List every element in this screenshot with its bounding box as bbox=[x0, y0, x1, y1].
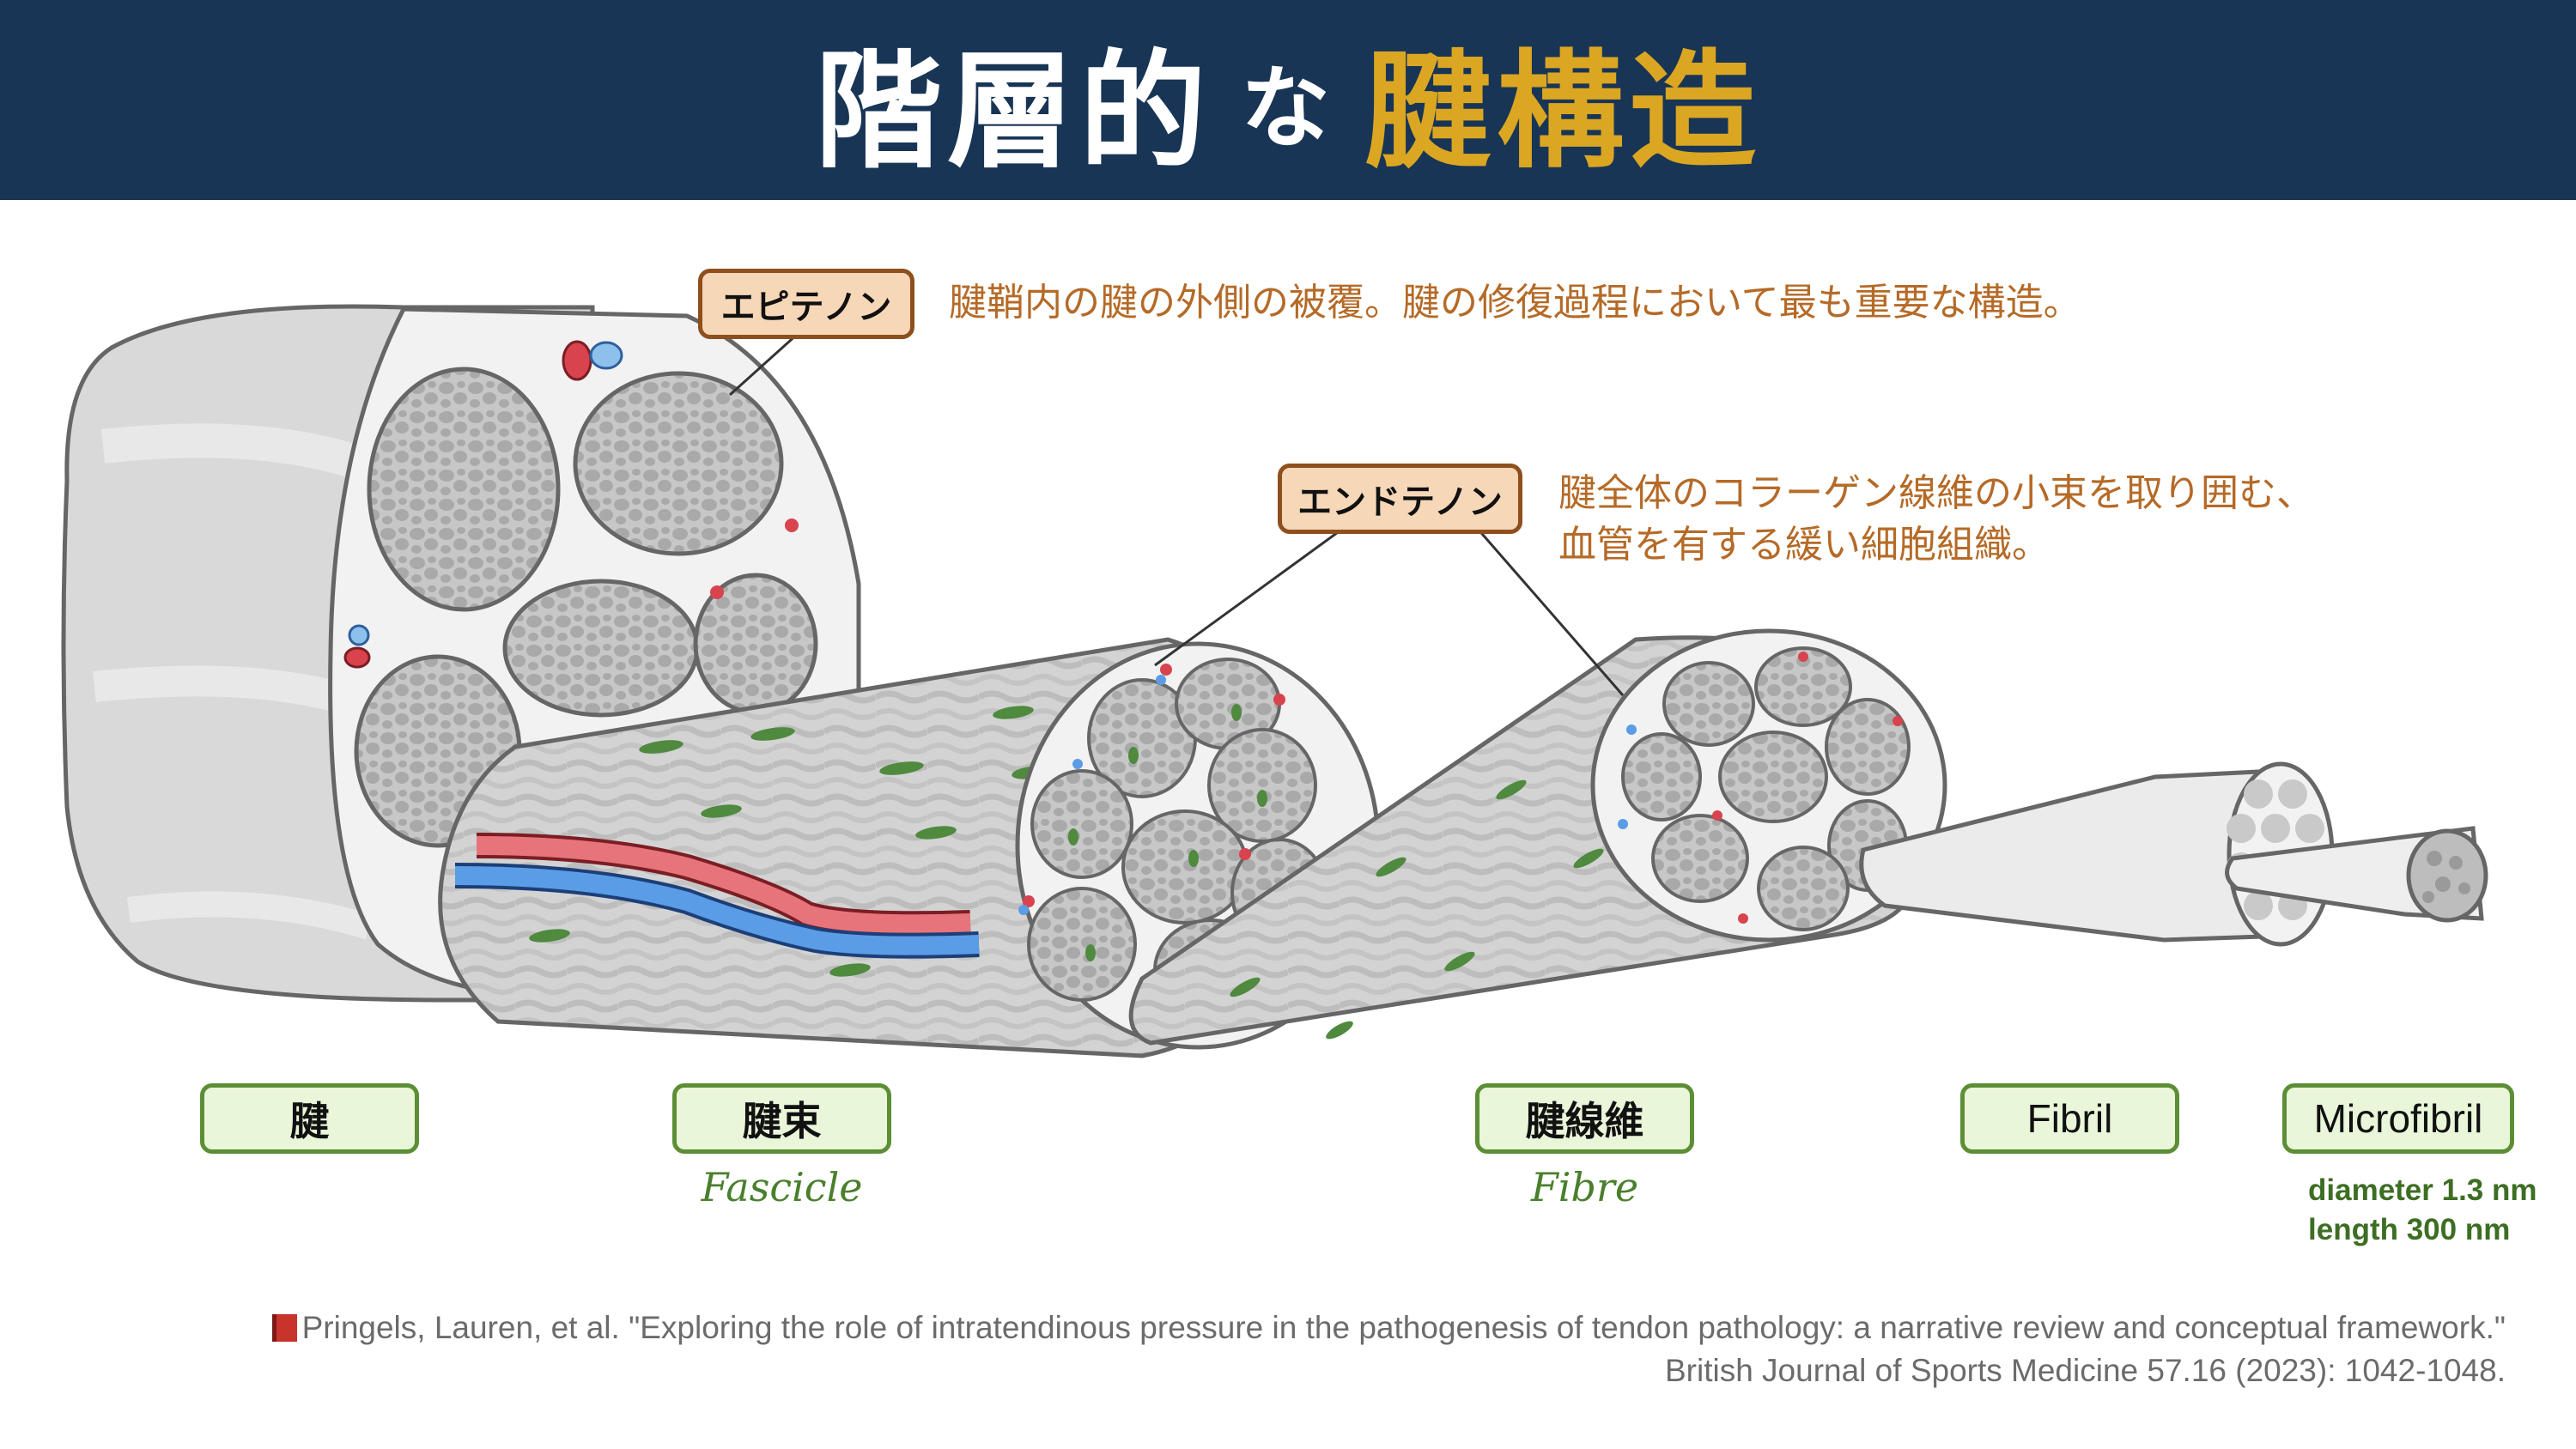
label-fibril: Fibril bbox=[1960, 1083, 2179, 1154]
microfibril-dimensions: diameter 1.3 nm length 300 nm bbox=[2308, 1171, 2537, 1250]
label-tendon-text: 腱 bbox=[289, 1098, 330, 1144]
endotenon-label: エンドテノン bbox=[1297, 482, 1503, 522]
reference-line2: British Journal of Sports Medicine 57.16… bbox=[1664, 1353, 2506, 1388]
label-fibre-text: 腱線維 bbox=[1525, 1098, 1644, 1144]
label-fibre-english: Fibre bbox=[1530, 1164, 1639, 1210]
label-fibre: 腱線維 bbox=[1475, 1083, 1694, 1154]
microfibril-length: length 300 nm bbox=[2308, 1213, 2511, 1246]
label-microfibril: Microfibril bbox=[2282, 1083, 2514, 1154]
title-part-hierarchical: 階層的 bbox=[814, 38, 1212, 185]
label-fascicle: 腱束 bbox=[672, 1083, 891, 1154]
epitenon-callout: エピテノン bbox=[698, 269, 914, 339]
title-part-tendon-structure: 腱構造 bbox=[1364, 38, 1761, 185]
fibre-cylinder bbox=[1128, 628, 1947, 1046]
microfibril-diameter: diameter 1.3 nm bbox=[2308, 1173, 2537, 1207]
label-fascicle-text: 腱束 bbox=[742, 1098, 822, 1144]
epitenon-description: 腱鞘内の腱の外側の被覆。腱の修復過程において最も重要な構造。 bbox=[949, 281, 2081, 324]
label-fascicle-english: Fascicle bbox=[701, 1164, 863, 1210]
endotenon-callout: エンドテノン bbox=[1278, 464, 1522, 534]
epitenon-label: エピテノン bbox=[720, 288, 892, 327]
microfibril-cylinder bbox=[2225, 826, 2488, 923]
book-icon bbox=[271, 1314, 297, 1342]
title-banner bbox=[0, 0, 2576, 200]
endotenon-description: 腱全体のコラーゲン線維の小束を取り囲む、 血管を有する緩い細胞組織。 bbox=[1558, 468, 2314, 571]
endotenon-description-line1: 腱全体のコラーゲン線維の小束を取り囲む、 bbox=[1558, 471, 2314, 515]
reference-line1: Pringels, Lauren, et al. "Exploring the … bbox=[301, 1310, 2506, 1345]
label-tendon: 腱 bbox=[200, 1083, 419, 1154]
pointer-lines bbox=[728, 331, 1625, 696]
label-microfibril-text: Microfibril bbox=[2313, 1096, 2483, 1141]
endotenon-description-line2: 血管を有する緩い細胞組織。 bbox=[1558, 523, 2050, 567]
reference-citation: Pringels, Lauren, et al. "Exploring the … bbox=[271, 1307, 2506, 1392]
title-part-particle: な bbox=[1240, 56, 1335, 161]
page-title: 階層的 な 腱構造 bbox=[0, 0, 2576, 200]
label-fibril-text: Fibril bbox=[2026, 1096, 2113, 1141]
